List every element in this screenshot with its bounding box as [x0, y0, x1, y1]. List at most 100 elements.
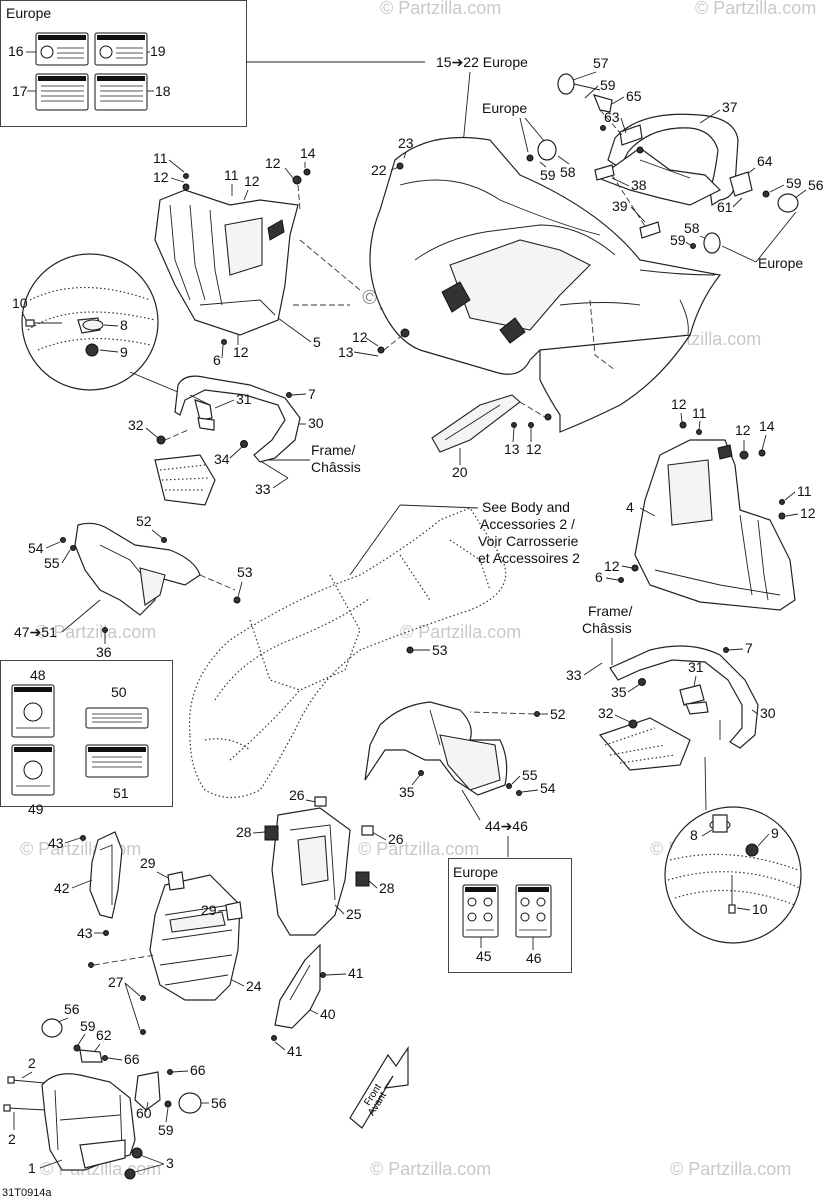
callout-31-a: 31 [236, 391, 252, 407]
callout-40: 40 [320, 1006, 336, 1022]
callout-frame-left-2: Châssis [311, 459, 361, 475]
callout-34: 34 [214, 451, 230, 467]
callout-53-b: 53 [432, 642, 448, 658]
callout-43-b: 43 [77, 925, 93, 941]
callout-33-a: 33 [255, 481, 271, 497]
front-fender-left [74, 522, 201, 616]
callout-see-body-4: et Accessoires 2 [478, 550, 580, 566]
callout-7-a: 7 [308, 386, 316, 402]
callout-see-body-3: Voir Carrosserie [478, 533, 579, 549]
watermark-center-lower: © Partzilla.com [400, 622, 521, 642]
callout-1: 1 [28, 1160, 36, 1176]
callout-8-b: 8 [690, 827, 698, 843]
callout-42: 42 [54, 880, 70, 896]
label-17 [35, 73, 89, 111]
front-direction-arrow: Front Avant [349, 1046, 409, 1129]
callout-14-a: 14 [300, 145, 316, 161]
callout-55-b: 55 [522, 767, 538, 783]
part-21-lower-fender [539, 299, 692, 433]
callout-2-a: 2 [28, 1055, 36, 1071]
callout-41-a: 41 [348, 965, 364, 981]
callout-28-a: 28 [236, 824, 252, 840]
watermark-left-bottom: © Partzilla.com [20, 839, 141, 859]
callout-43-a: 43 [48, 835, 64, 851]
callout-12-h: 12 [604, 558, 620, 574]
left-footrest-30 [174, 375, 301, 463]
callout-9-b: 9 [771, 825, 779, 841]
callout-12-b: 12 [244, 173, 260, 189]
callout-56-b: 56 [64, 1001, 80, 1017]
callout-6-b: 6 [595, 569, 603, 585]
callout-12-e: 12 [671, 396, 687, 412]
callout-see-body-2: Accessories 2 / [480, 516, 575, 532]
callout-59-f: 59 [158, 1122, 174, 1138]
rear-body-panel [369, 136, 722, 375]
callout-frame-left-1: Frame/ [311, 442, 355, 458]
callout-8-a: 8 [120, 317, 128, 333]
callout-32-b: 32 [598, 705, 614, 721]
watermark-top-right: © Partzilla.com [695, 0, 816, 18]
callout-32-a: 32 [128, 417, 144, 433]
rear-rack-37 [596, 113, 739, 207]
callout-14-b: 14 [759, 418, 775, 434]
callout-60: 60 [136, 1105, 152, 1121]
callout-20: 20 [452, 464, 468, 480]
callout-28-b: 28 [379, 880, 395, 896]
frame-dotted-center [188, 507, 507, 799]
part-1-front-bumper [41, 1073, 136, 1171]
watermark-bottom-right: © Partzilla.com [670, 1159, 791, 1179]
callout-47-51: 47➔51 [14, 624, 57, 640]
right-side-panel-4 [634, 439, 796, 611]
callout-27: 27 [108, 974, 124, 990]
diagram-code: 31T0914a [2, 1187, 52, 1199]
callout-12-c: 12 [265, 155, 281, 171]
callout-frame-right-1: Frame/ [588, 603, 632, 619]
callout-57: 57 [593, 55, 609, 71]
callout-22: 22 [371, 162, 387, 178]
part-25-front-panel [271, 807, 351, 936]
callout-58-b: 58 [684, 220, 700, 236]
callout-59-c: 59 [786, 175, 802, 191]
callout-29-b: 29 [201, 902, 217, 918]
part-42-guard [89, 831, 123, 919]
callout-12-f: 12 [735, 422, 751, 438]
callout-63: 63 [604, 109, 620, 125]
callout-48: 48 [30, 667, 46, 683]
callout-11-a: 11 [153, 150, 168, 166]
left-side-panel-5 [154, 189, 299, 336]
callout-41-b: 41 [287, 1043, 303, 1059]
callout-65: 65 [626, 88, 642, 104]
callout-59-e: 59 [80, 1018, 96, 1034]
callout-64: 64 [757, 153, 773, 169]
callout-11-d: 11 [797, 483, 812, 499]
detail-circle-left [21, 253, 159, 391]
callout-12-i: 12 [352, 329, 368, 345]
callout-10-a: 10 [12, 295, 28, 311]
labels-box-48-51 [0, 660, 173, 807]
callout-9-a: 9 [120, 344, 128, 360]
watermark-bottom-center: © Partzilla.com [370, 1159, 491, 1179]
callout-16: 16 [8, 43, 24, 59]
callout-52-b: 52 [550, 706, 566, 722]
parts-56-65-top [557, 73, 661, 239]
label-19 [94, 32, 148, 66]
callout-30-b: 30 [760, 705, 776, 721]
callout-5: 5 [313, 334, 321, 350]
callout-66-b: 66 [190, 1062, 206, 1078]
callout-13-a: 13 [338, 344, 354, 360]
watermark-center-bottom: © Partzilla.com [358, 839, 479, 859]
callout-51: 51 [113, 785, 129, 801]
callout-12-a: 12 [153, 169, 169, 185]
front-fender-right [364, 701, 508, 796]
callout-11-b: 11 [224, 167, 239, 183]
callout-66-a: 66 [124, 1051, 140, 1067]
callout-46: 46 [526, 950, 542, 966]
callout-59-a: 59 [600, 77, 616, 93]
watermark-top: © Partzilla.com [380, 0, 501, 18]
callout-56-c: 56 [211, 1095, 227, 1111]
callout-23: 23 [398, 135, 414, 151]
callout-24: 24 [246, 978, 262, 994]
callout-frame-right-2: Châssis [582, 620, 632, 636]
callout-45: 45 [476, 948, 492, 964]
